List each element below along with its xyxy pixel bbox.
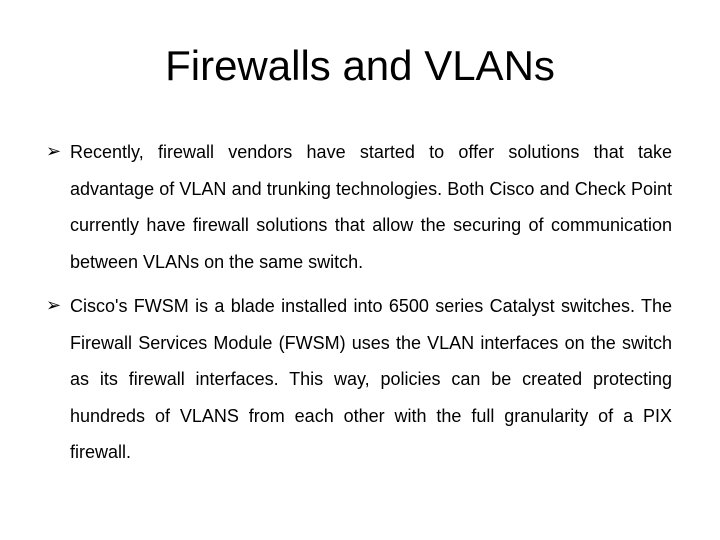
- bullet-text-vendors: Recently, firewall vendors have started …: [70, 142, 672, 272]
- arrow-bullet-icon: ➢: [46, 141, 62, 162]
- arrow-bullet-icon: ➢: [46, 295, 62, 316]
- bullet-list: ➢ Recently, firewall vendors have starte…: [46, 134, 672, 479]
- bullet-text-fwsm: Cisco's FWSM is a blade installed into 6…: [70, 296, 672, 462]
- slide-title: Firewalls and VLANs: [165, 42, 555, 89]
- bullet-item-fwsm: ➢ Cisco's FWSM is a blade installed into…: [46, 288, 672, 471]
- bullet-item-vendors: ➢ Recently, firewall vendors have starte…: [46, 134, 672, 280]
